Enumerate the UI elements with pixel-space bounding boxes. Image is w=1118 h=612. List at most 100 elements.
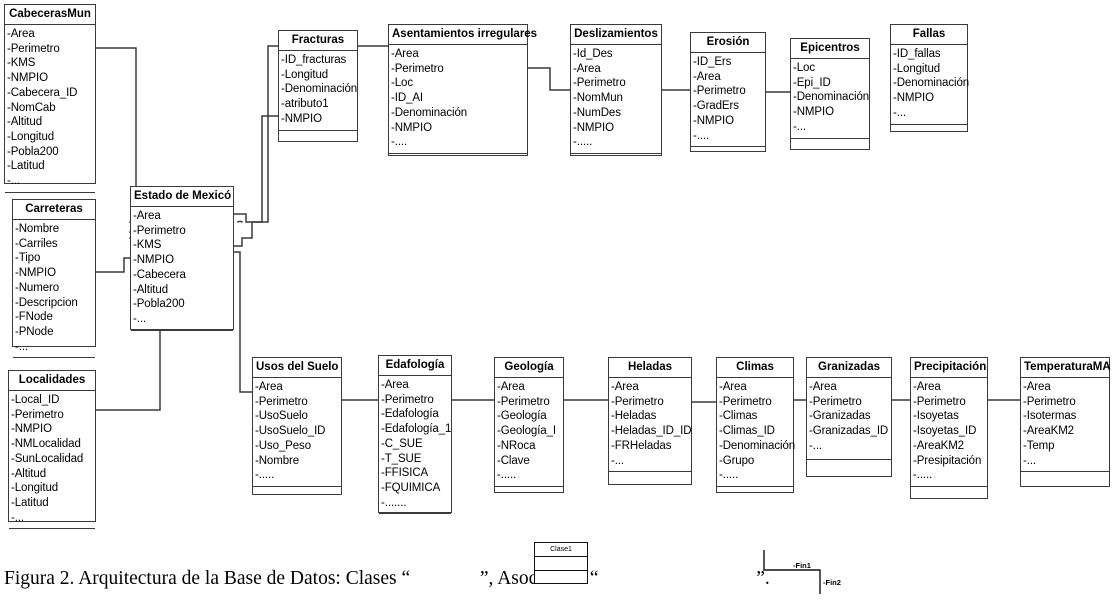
uml-class-precipitacion[interactable]: Precipitación-Area-Perimetro-Isoyetas-Is… [910,357,988,499]
uml-class-epicentros[interactable]: Epicentros-Loc-Epi_ID-Denominación-NMPIO… [790,38,870,150]
uml-class-attributes: -ID_fallas-Longitud-Denominación-NMPIO-.… [891,45,970,125]
uml-attribute: -Pobla200 [133,298,185,311]
legend-class-symbol: Clase1 [534,542,588,584]
uml-attribute: -Area [913,381,941,393]
uml-class-localidades[interactable]: Localidades-Local_ID-Perimetro-NMPIO-NML… [8,370,96,530]
uml-class-usos[interactable]: Usos del Suelo-Area-Perimetro-UsoSuelo-U… [252,357,342,495]
assoc-estado-fracturas [233,115,279,223]
uml-class-estado[interactable]: Estado de Mexicó-Area-Perimetro-KMS-NMPI… [130,186,234,331]
uml-attribute: -NomMun [573,92,623,105]
uml-attribute: -ID_AI [391,92,423,105]
uml-attribute: -NomCab [7,101,56,114]
uml-attribute: -... [809,439,823,452]
uml-class-geologia[interactable]: Geología-Area-Perimetro-Geología-Geologí… [494,357,564,493]
uml-attribute: -Area [1023,381,1051,393]
uml-attribute: -Denominación [793,91,870,104]
uml-class-asentamientos[interactable]: Asentamientos irregulares-Area-Perimetro… [388,24,537,156]
uml-attribute: -NMPIO [15,267,56,280]
uml-class-attributes: -Area-Perimetro-Isotermas-AreaKM2-Temp-.… [1021,378,1109,473]
legend-association-symbol: -Fin1 -Fin2 [752,548,892,596]
uml-class-attributes: -Loc-Epi_ID-Denominación-NMPIO-... [791,59,869,139]
uml-attribute: -Heladas [611,410,657,423]
uml-attribute: -T_SUE [381,452,422,465]
uml-attribute: -Area [809,381,837,393]
uml-class-attributes: -Area-Perimetro-Heladas-Heladas_ID_ID-FR… [609,378,692,473]
uml-attribute: -... [611,454,625,467]
uml-class-carreteras[interactable]: Carreteras-Nombre-Carriles-Tipo-NMPIO-Nu… [12,199,96,359]
uml-attribute: -.... [693,129,710,142]
uml-attribute: -Denominación [281,83,358,96]
uml-attribute: -..... [497,469,517,482]
uml-attribute: -NRoca [497,439,536,452]
uml-attribute: -UsoSuelo [255,410,308,423]
uml-class-attributes: -Area-Perimetro-KMS-NMPIO-Cabecera_ID-No… [5,25,95,193]
uml-class-operations [131,331,233,347]
uml-attribute: -Altitud [11,467,46,480]
uml-class-operations [253,487,341,503]
uml-class-climas[interactable]: Climas-Area-Perimetro-Climas-Climas_ID-D… [716,357,795,493]
uml-class-fracturas[interactable]: Fracturas-ID_fracturas-Longitud-Denomina… [278,30,358,142]
uml-attribute: -Perimetro [693,85,746,98]
uml-class-name: Deslizamientos [571,25,661,45]
uml-attribute: -Nombre [15,223,60,235]
uml-attribute: -Altitud [7,116,42,129]
uml-class-name: Climas [717,358,793,378]
uml-attribute: -... [133,313,147,326]
uml-attribute: -Epi_ID [793,76,831,89]
uml-class-name: Carreteras [13,200,95,220]
uml-attribute: -Isoyetas [913,410,959,423]
uml-attribute: -NMPIO [133,254,174,267]
uml-attribute: -Area [693,70,721,83]
uml-attribute: -..... [573,136,593,149]
uml-attribute: -Tipo [15,252,41,265]
uml-class-heladas[interactable]: Heladas-Area-Perimetro-Heladas-Heladas_I… [608,357,692,485]
uml-class-name: Edafología [379,356,451,376]
uml-attribute: -Granizadas [809,410,871,423]
uml-attribute: -Longitud [893,62,941,75]
uml-class-fallas[interactable]: Fallas-ID_fallas-Longitud-Denominación-N… [890,24,970,132]
uml-class-attributes: -Nombre-Carriles-Tipo-NMPIO-Numero-Descr… [13,220,95,359]
uml-class-operations [1021,472,1109,488]
jump-estado-1 [236,220,244,224]
uml-attribute: -Climas [719,410,758,423]
uml-attribute: -Local_ID [11,394,60,406]
uml-attribute: -Presipitación [913,454,982,467]
uml-attribute: -Area [7,28,35,40]
uml-attribute: -Altitud [133,283,168,296]
uml-attribute: -Perimetro [809,395,862,408]
uml-attribute: -AreaKM2 [913,439,964,452]
legend-assoc-end2: -Fin2 [823,578,841,587]
uml-class-attributes: -Area-Perimetro-KMS-NMPIO-Cabecera-Altit… [131,207,233,331]
uml-attribute: -KMS [133,239,162,252]
uml-class-operations [495,487,563,503]
uml-class-attributes: -Local_ID-Perimetro-NMPIO-NMLocalidad-Su… [9,391,95,530]
uml-attribute: -ID_Ers [693,56,732,68]
uml-attribute: -Area [719,381,747,393]
uml-class-operations [717,487,793,503]
uml-attribute: -Area [497,381,525,393]
uml-class-cabecerasmun[interactable]: CabecerasMun-Area-Perimetro-KMS-NMPIO-Ca… [4,4,96,193]
uml-attribute: -ID_fallas [893,48,941,60]
uml-attribute: -Denominación [893,77,970,90]
uml-attribute: -NMPIO [893,92,934,105]
legend-class-attrs [535,557,587,571]
uml-attribute: -NMPIO [793,106,834,119]
uml-attribute: -Area [611,381,639,393]
uml-class-granizadas[interactable]: Granizadas-Area-Perimetro-Granizadas-Gra… [806,357,892,477]
uml-class-name: Asentamientos irregulares [389,25,537,45]
uml-class-edafologia[interactable]: Edafología-Area-Perimetro-Edafología-Eda… [378,355,452,515]
uml-attribute: -Longitud [11,482,59,495]
uml-class-attributes: -Area-Perimetro-Loc-ID_AI-Denominación-N… [389,45,527,155]
uml-attribute: -NMPIO [693,114,734,127]
uml-class-operations [279,131,357,147]
uml-attribute: -.... [391,136,408,149]
uml-class-erosion[interactable]: Erosión-ID_Ers-Area-Perimetro-GradErs-NM… [690,32,766,152]
uml-class-name: Erosión [691,33,765,53]
uml-class-deslizamientos[interactable]: Deslizamientos-Id_Des-Area-Perimetro-Nom… [570,24,662,156]
uml-attribute: -FRHeladas [611,439,672,452]
uml-attribute: -Perimetro [497,395,550,408]
uml-attribute: -Perimetro [7,42,60,55]
uml-attribute: -Cabecera_ID [7,86,78,99]
uml-class-temperatura[interactable]: TemperaturaMA-Area-Perimetro-Isotermas-A… [1020,357,1111,488]
